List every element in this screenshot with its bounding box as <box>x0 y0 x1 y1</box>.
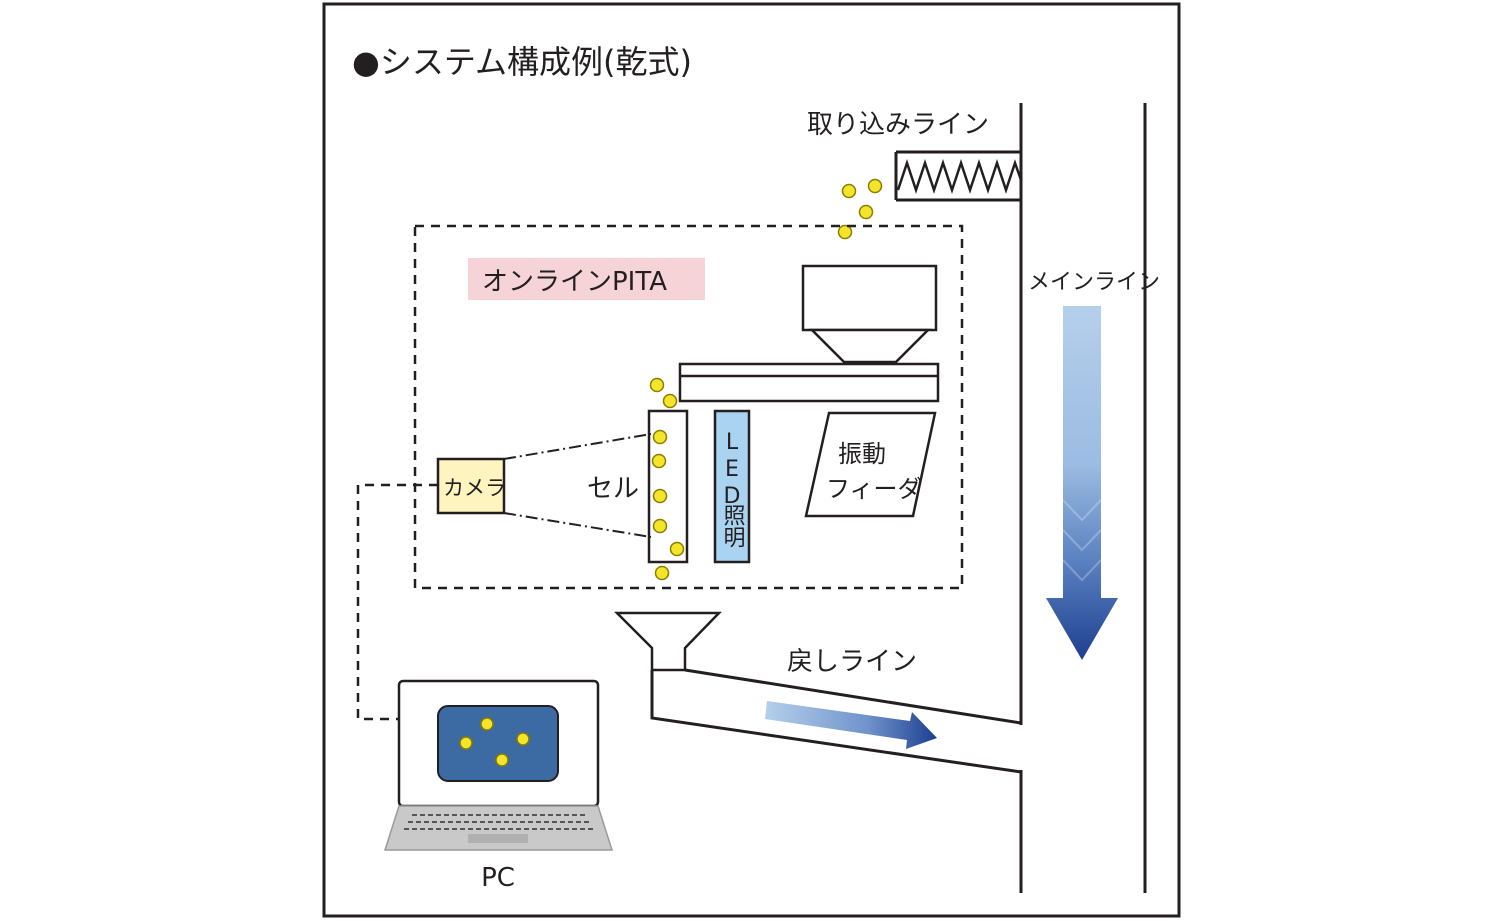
feeder-label-line1: 振動 <box>838 440 886 468</box>
particle <box>652 518 668 534</box>
online-pita-enclosure <box>413 224 964 590</box>
camera <box>436 457 506 515</box>
camera-pc-cable <box>356 483 438 721</box>
intake-line-label: 取り込みライン <box>807 110 989 140</box>
return-line-lower-wall <box>650 670 1023 893</box>
main-flow-arrow-chevrons <box>1062 499 1102 582</box>
particle <box>669 541 685 557</box>
return-line-upper-wall <box>684 668 1022 725</box>
particle <box>841 183 857 199</box>
diagram-title: ●システム構成例(乾式) <box>352 43 692 81</box>
laptop-keyboard <box>383 805 614 851</box>
hopper <box>801 264 938 364</box>
camera-view-lower <box>503 512 652 538</box>
particle <box>654 565 670 581</box>
return-flow-arrow <box>765 701 937 749</box>
led-label-line2: 照明 <box>720 504 746 548</box>
particle <box>651 453 667 469</box>
particle <box>652 488 668 504</box>
feeder-tray <box>678 362 940 403</box>
pc-label: PC <box>481 863 515 893</box>
intake-screw-conveyor <box>894 150 1023 202</box>
led-label-line1: LED <box>720 430 745 511</box>
particle <box>649 377 665 393</box>
camera-label: カメラ <box>443 476 506 500</box>
feeder-label-line2: フィーダ <box>826 475 922 503</box>
cell <box>647 409 689 564</box>
particle <box>867 178 883 194</box>
particle <box>837 224 853 240</box>
laptop-touchpad <box>468 834 528 843</box>
cell-label: セル <box>587 474 639 504</box>
return-line-label: 戻しライン <box>787 647 917 677</box>
camera-view-upper <box>503 433 652 460</box>
online-pita-label: オンラインPITA <box>482 267 667 297</box>
online-pita-label-bg <box>468 258 705 300</box>
particle <box>662 393 678 409</box>
keyboard-keys <box>404 814 593 830</box>
captured-image <box>437 705 559 782</box>
captured-particles <box>459 717 530 767</box>
falling-particles <box>837 178 883 240</box>
vibration-feeder <box>804 411 937 518</box>
pc-laptop <box>383 679 614 851</box>
led-illumination <box>713 409 751 564</box>
cell-particles <box>649 377 685 581</box>
particle <box>652 429 668 445</box>
particle <box>858 204 874 220</box>
main-line-label: メインライン <box>1028 270 1160 295</box>
main-flow-arrow <box>1046 306 1118 660</box>
